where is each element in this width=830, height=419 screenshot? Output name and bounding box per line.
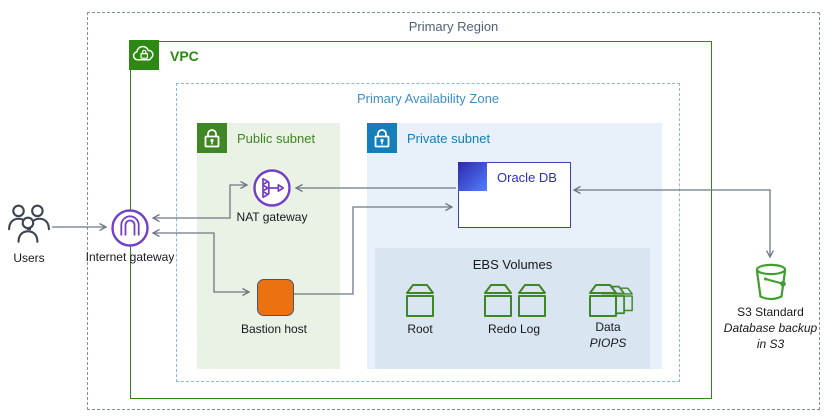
arrow-igw-nat bbox=[151, 180, 249, 223]
ebs-root-label: Root bbox=[407, 322, 433, 336]
internet-gateway-icon bbox=[110, 208, 150, 248]
users-label: Users bbox=[13, 251, 45, 265]
oracle-db-box: Oracle DB bbox=[458, 162, 571, 228]
arrow-bastion-to-oracle bbox=[293, 202, 454, 295]
availability-zone-label: Primary Availability Zone bbox=[356, 91, 500, 106]
bastion-host-label: Bastion host bbox=[240, 322, 308, 336]
s3-in-s3-label: in S3 bbox=[756, 337, 785, 351]
s3-backup-label: Database backup bbox=[723, 321, 818, 335]
bastion-host-icon bbox=[257, 279, 294, 316]
primary-region-label: Primary Region bbox=[408, 19, 499, 34]
ebs-volumes-title: EBS Volumes bbox=[472, 257, 553, 272]
ebs-root-volume-icon bbox=[405, 282, 435, 320]
ebs-redo-log-icon bbox=[483, 282, 547, 320]
nat-gateway-label: NAT gateway bbox=[236, 210, 308, 224]
public-subnet-lock-icon bbox=[197, 123, 227, 153]
private-subnet-lock-icon bbox=[367, 123, 397, 153]
ebs-data-label: Data bbox=[595, 320, 621, 334]
vpc-label: VPC bbox=[170, 48, 199, 64]
s3-standard-label: S3 Standard bbox=[737, 305, 804, 319]
public-subnet-label: Public subnet bbox=[237, 131, 316, 146]
ec2-instance-icon bbox=[458, 162, 487, 191]
arrow-igw-bastion bbox=[151, 228, 251, 297]
vpc-icon bbox=[129, 40, 159, 70]
private-subnet-label: Private subnet bbox=[407, 131, 491, 146]
ebs-redo-log-label: Redo Log bbox=[487, 322, 541, 336]
oracle-db-label: Oracle DB bbox=[497, 170, 557, 185]
nat-gateway-icon bbox=[252, 168, 292, 208]
users-icon bbox=[6, 202, 52, 246]
arrow-oracle-s3 bbox=[572, 185, 775, 259]
s3-bucket-icon bbox=[751, 262, 791, 304]
ebs-piops-label: PIOPS bbox=[589, 336, 627, 350]
internet-gateway-label: Internet gateway bbox=[85, 250, 175, 264]
primary-region-box: Primary Region bbox=[87, 12, 820, 410]
ebs-data-piops-icon bbox=[588, 282, 636, 320]
